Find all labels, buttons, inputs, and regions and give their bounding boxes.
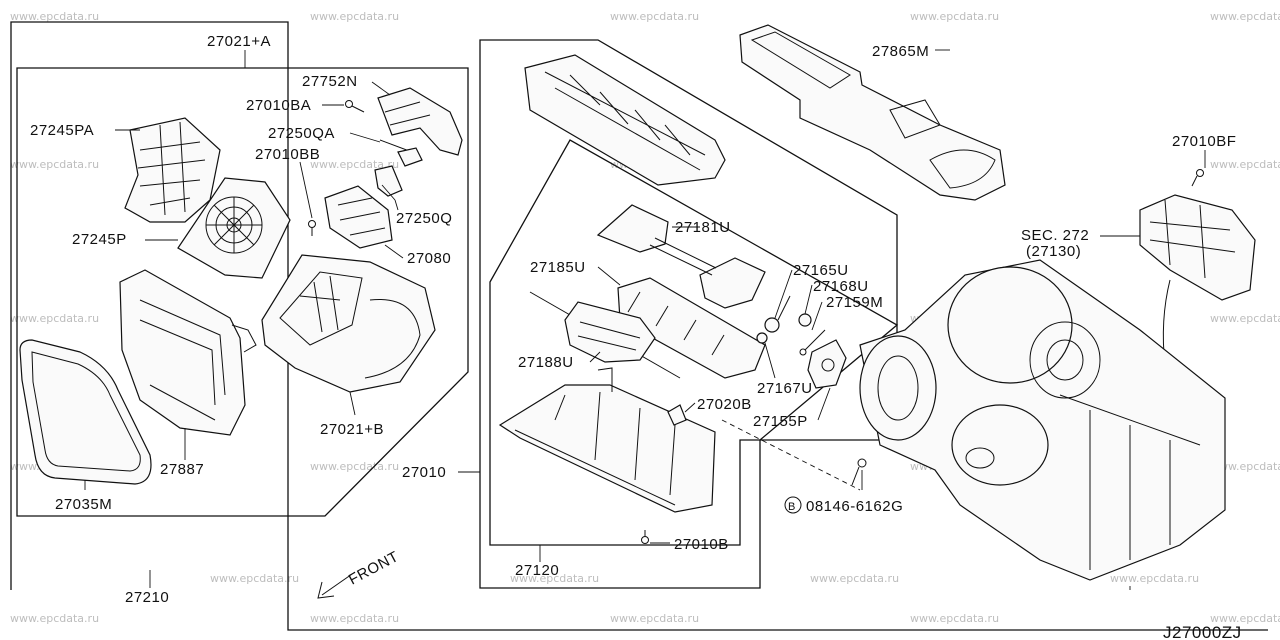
label-27250Q: 27250Q <box>396 210 452 227</box>
frame-27120 <box>489 139 899 546</box>
part-27021B-drawing <box>261 254 436 393</box>
label-27188U: 27188U <box>518 354 574 371</box>
watermark: www.epcdata.ru <box>910 612 999 625</box>
frame-lines <box>10 21 1268 631</box>
part-27865M-drawing <box>739 24 1006 201</box>
watermark: www.epcdata.ru <box>10 10 99 23</box>
part-27159M-drawing <box>799 329 826 356</box>
label-27210: 27210 <box>125 589 169 606</box>
label-27080: 27080 <box>407 250 451 267</box>
label-27185U: 27185U <box>530 259 586 276</box>
part-27167U-drawing <box>756 332 768 344</box>
part-27020B-drawing <box>667 404 687 426</box>
watermark: www.epcdata.ru <box>910 10 999 23</box>
part-27250QA-drawing <box>379 139 423 167</box>
part-27120-drawing <box>498 367 716 513</box>
part-27168U-drawing <box>798 313 812 327</box>
watermark: www.epcdata.ru <box>1210 10 1280 23</box>
watermark: www.epcdata.ru <box>1210 612 1280 625</box>
leader-lines <box>84 49 1206 590</box>
watermark: www.epcdata.ru <box>1210 158 1280 171</box>
part-27035M-drawing <box>19 339 152 485</box>
watermark: www.epcdata.ru <box>610 612 699 625</box>
label-sec272: SEC. 272 <box>1021 227 1089 244</box>
label-27167U: 27167U <box>757 380 813 397</box>
label-27120: 27120 <box>515 562 559 579</box>
watermark: www.epcdata.ru <box>810 572 899 585</box>
frame-27010 <box>479 39 898 589</box>
label-27010: 27010 <box>402 464 446 481</box>
part-27010B-drawing <box>641 530 649 544</box>
watermark: www.epcdata.ru <box>1210 312 1280 325</box>
part-bolt-drawing <box>851 458 867 486</box>
watermark: www.epcdata.ru <box>310 10 399 23</box>
label-27168U: 27168U <box>813 278 869 295</box>
label-sec272-sub: (27130) <box>1026 243 1081 260</box>
label-27010BA: 27010BA <box>246 97 311 114</box>
outer-frame-27210 <box>10 21 1268 631</box>
part-27188U-drawing <box>564 301 656 363</box>
label-27752N: 27752N <box>302 73 358 90</box>
label-27181U: 27181U <box>675 219 731 236</box>
label-27165U: 27165U <box>793 262 849 279</box>
part-27752N-drawing <box>377 87 463 156</box>
watermark: www.epcdata.ru <box>310 158 399 171</box>
label-front: FRONT <box>346 548 402 588</box>
watermark: www.epcdata.ru <box>10 158 99 171</box>
label-27021A: 27021+A <box>207 33 271 50</box>
part-labels: 27021+A 27752N 27010BA 27245PA 27250QA 2… <box>30 33 1242 640</box>
part-27010BF-drawing <box>1191 169 1204 187</box>
part-27250Q-drawing <box>374 165 403 197</box>
label-27155P: 27155P <box>753 413 808 430</box>
part-27245P-drawing <box>177 177 291 279</box>
label-27020B: 27020B <box>697 396 752 413</box>
watermark: www.epcdata.ru <box>10 612 99 625</box>
watermark: www.epcdata.ru <box>1210 460 1280 473</box>
label-27010B: 27010B <box>674 536 729 553</box>
watermark: www.epcdata.ru <box>610 10 699 23</box>
label-27035M: 27035M <box>55 496 112 513</box>
part-ac-assembly-drawing <box>859 259 1226 581</box>
watermark: www.epcdata.ru <box>210 572 299 585</box>
part-27010-upper-drawing <box>524 54 726 186</box>
label-27010BF: 27010BF <box>1172 133 1236 150</box>
label-27887: 27887 <box>160 461 204 478</box>
label-27250QA: 27250QA <box>268 125 335 142</box>
watermark: www.epcdata.ru <box>510 572 599 585</box>
diagram-code: J27000ZJ <box>1163 623 1242 640</box>
watermark: www.epcdata.ru <box>1110 572 1199 585</box>
part-27010BA-drawing <box>345 100 365 113</box>
front-arrow-icon <box>317 571 356 599</box>
bolt-prefix: B <box>788 501 796 513</box>
label-27159M: 27159M <box>826 294 883 311</box>
watermark: www.epcdata.ru <box>10 312 99 325</box>
label-27865M: 27865M <box>872 43 929 60</box>
part-27155P-drawing <box>807 339 847 389</box>
label-27245PA: 27245PA <box>30 122 94 139</box>
watermark: www.epcdata.ru <box>310 460 399 473</box>
part-27887-drawing <box>119 269 257 436</box>
watermark: www.epcdata.ru <box>310 612 399 625</box>
part-sec272-drawing <box>1139 194 1256 366</box>
part-27181U-drawing <box>596 204 766 309</box>
bolt-marker-icon <box>784 496 802 514</box>
frame-27021A <box>16 67 469 517</box>
label-bolt: 08146-6162G <box>806 498 903 515</box>
part-27165U-drawing <box>764 295 791 333</box>
label-27021B: 27021+B <box>320 421 384 438</box>
label-27245P: 27245P <box>72 231 127 248</box>
part-27080-drawing <box>324 185 393 249</box>
label-27010BB: 27010BB <box>255 146 320 163</box>
part-27245PA-drawing <box>124 117 221 223</box>
part-27010BB-drawing <box>308 220 316 236</box>
